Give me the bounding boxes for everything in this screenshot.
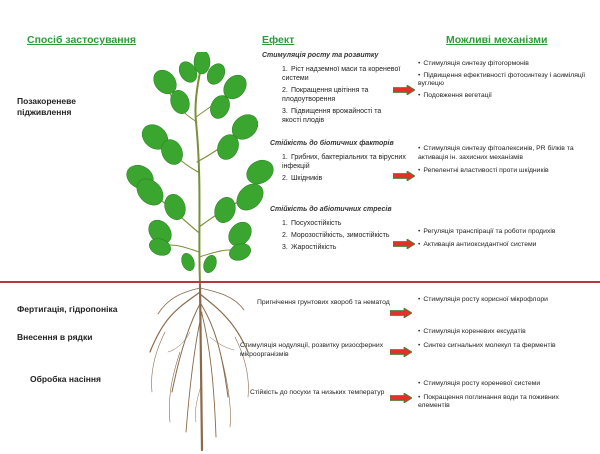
effect-item: 3.Підвищення врожайності та якості плоді… [282, 108, 382, 124]
mechanism-item: •Підвищення ефективності фотосинтезу і а… [418, 71, 586, 88]
mechanism-item: •Стимуляція синтезу фітоалексинів, PR бі… [418, 145, 574, 161]
bullet-icon: • [418, 380, 421, 387]
mechanism-item: •Активація антиоксидантної системи [418, 240, 537, 248]
bullet-icon: • [418, 240, 421, 248]
bullet-icon: • [418, 393, 421, 401]
mechanism-group-abiotic: •Регуляція транспірації та роботи продих… [418, 228, 588, 249]
bullet-icon: • [418, 167, 421, 174]
mechanism-item: •Подовження вегетації [418, 91, 492, 99]
application-fertigation: Фертигація, гідропоніка [17, 304, 118, 314]
root-effect-drought: Стійкість до посухи та низьких температу… [250, 389, 385, 396]
mechanism-item: •Стимуляція росту корисної мікрофлори [418, 296, 548, 303]
effect-group-biotic: Стійкість до біотичних факторів 1.Грибни… [270, 140, 410, 183]
effect-item: 1.Грибних, бактеріальних та вірусних інф… [282, 154, 406, 170]
effect-group-title: Стійкість до біотичних факторів [270, 140, 394, 147]
mechanism-group-exudates: •Стимуляція кореневих ексудатів •Синтез … [418, 328, 588, 350]
header-mechanisms: Можливі механізми [446, 34, 548, 46]
bullet-icon: • [418, 296, 421, 303]
mechanism-item: •Регуляція транспірації та роботи продих… [418, 228, 556, 235]
effect-group-growth: Стимуляція росту та розвитку 1.Ріст надз… [262, 52, 402, 125]
header-application: Спосіб застосування [27, 34, 137, 46]
effect-item: 2.Покращення цвітіння та плодоутворення [282, 87, 369, 103]
bullet-icon: • [418, 228, 421, 235]
bullet-icon: • [418, 145, 421, 152]
plant-illustration [126, 52, 274, 452]
application-seed: Обробка насіння [30, 374, 102, 384]
mechanism-group-roots: •Стимуляція росту кореневої системи •Пок… [418, 380, 588, 411]
bullet-icon: • [418, 341, 421, 349]
root-effect-pathogens: Пригнічення грунтових хвороб та нематод [257, 299, 390, 306]
effect-item: 2.Морозостійкість, зимостійкість [282, 232, 390, 239]
arrow-right-icon [390, 347, 412, 357]
mechanism-group-microflora: •Стимуляція росту корисної мікрофлори [418, 296, 588, 305]
header-effect: Ефект [262, 34, 295, 46]
effect-item: 2.Шкідників [282, 175, 323, 182]
effect-group-abiotic: Стійкість до абіотичних стресів 1.Посухо… [270, 206, 410, 252]
roots-drawing [149, 282, 249, 452]
mechanism-group-growth: •Стимуляція синтезу фітогормонів •Підвищ… [418, 60, 588, 100]
arrow-right-icon [393, 171, 415, 181]
mechanism-item: •Синтез сигнальних молекул та ферментів [418, 341, 556, 349]
mechanism-item: •Стимуляція синтезу фітогормонів [418, 60, 529, 67]
mechanism-item: •Репелентні властивості проти шкідників [418, 167, 549, 174]
application-foliar: Позакореневе підживлення [17, 96, 76, 117]
bullet-icon: • [418, 71, 421, 79]
mechanism-group-biotic: •Стимуляція синтезу фітоалексинів, PR бі… [418, 145, 588, 176]
mechanism-item: •Стимуляція росту кореневої системи [418, 380, 541, 387]
root-effect-nodulation: Стимуляція нодуляції, розвитку ризосферн… [240, 342, 384, 358]
effect-group-title: Стимуляція росту та розвитку [262, 52, 379, 59]
bullet-icon: • [418, 60, 421, 67]
mechanism-item: •Стимуляція кореневих ексудатів [418, 328, 526, 335]
soil-divider [0, 281, 600, 283]
bullet-icon: • [418, 328, 421, 335]
arrow-right-icon [390, 393, 412, 403]
arrow-right-icon [393, 85, 415, 95]
effect-item: 1.Посухостійкість [282, 220, 342, 227]
arrow-right-icon [390, 308, 412, 318]
leaves-drawing [126, 52, 274, 273]
effect-item: 3.Жаростійкість [282, 244, 337, 251]
mechanism-item: •Покращення поглинання води та поживних … [418, 393, 559, 410]
effect-item: 1.Ріст надземної маси та кореневої систе… [282, 66, 401, 82]
effect-group-title: Стійкість до абіотичних стресів [270, 206, 392, 213]
arrow-right-icon [393, 239, 415, 249]
bullet-icon: • [418, 91, 421, 99]
application-row: Внесення в рядки [17, 332, 93, 342]
